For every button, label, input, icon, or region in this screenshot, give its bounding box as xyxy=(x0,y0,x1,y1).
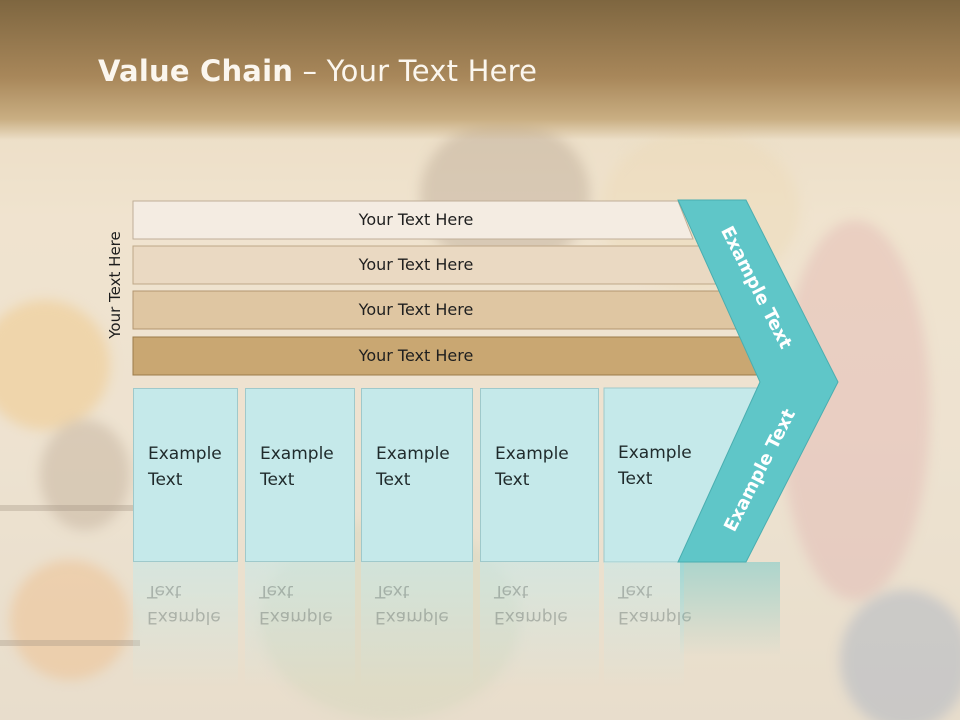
example-box-3[interactable]: Example Text xyxy=(361,388,473,562)
bar-label: Your Text Here xyxy=(358,210,474,229)
box-line-1: Example xyxy=(148,444,222,464)
title-rest: – Your Text Here xyxy=(293,54,538,88)
example-box-2[interactable]: Example Text xyxy=(245,388,355,562)
example-box-4[interactable]: Example Text xyxy=(480,388,599,562)
box-line-1: Example xyxy=(376,444,450,464)
value-bar-2[interactable]: Your Text Here xyxy=(132,245,717,285)
bar-label: Your Text Here xyxy=(358,300,474,319)
box-line-1: Example xyxy=(495,444,569,464)
value-bar-1[interactable]: Your Text Here xyxy=(132,200,694,240)
bar-label: Your Text Here xyxy=(358,346,474,365)
example-box-1[interactable]: Example Text xyxy=(133,388,238,562)
bar-shape xyxy=(132,200,694,240)
box-line-2: Text xyxy=(260,470,295,490)
box-line-2: Text xyxy=(148,470,183,490)
bar-label: Your Text Here xyxy=(358,255,474,274)
value-bar-4[interactable]: Your Text Here xyxy=(132,336,763,376)
page-title: Value Chain – Your Text Here xyxy=(98,54,537,88)
title-band xyxy=(0,0,960,140)
box-line-2: Text xyxy=(618,469,653,489)
box-line-1: Example xyxy=(260,444,334,464)
box-line-1: Example xyxy=(618,443,692,463)
example-box-5[interactable]: Example Text xyxy=(604,388,694,562)
box-line-2: Text xyxy=(495,470,530,490)
box-line-2: Text xyxy=(376,470,411,490)
title-bold: Value Chain xyxy=(98,54,294,88)
